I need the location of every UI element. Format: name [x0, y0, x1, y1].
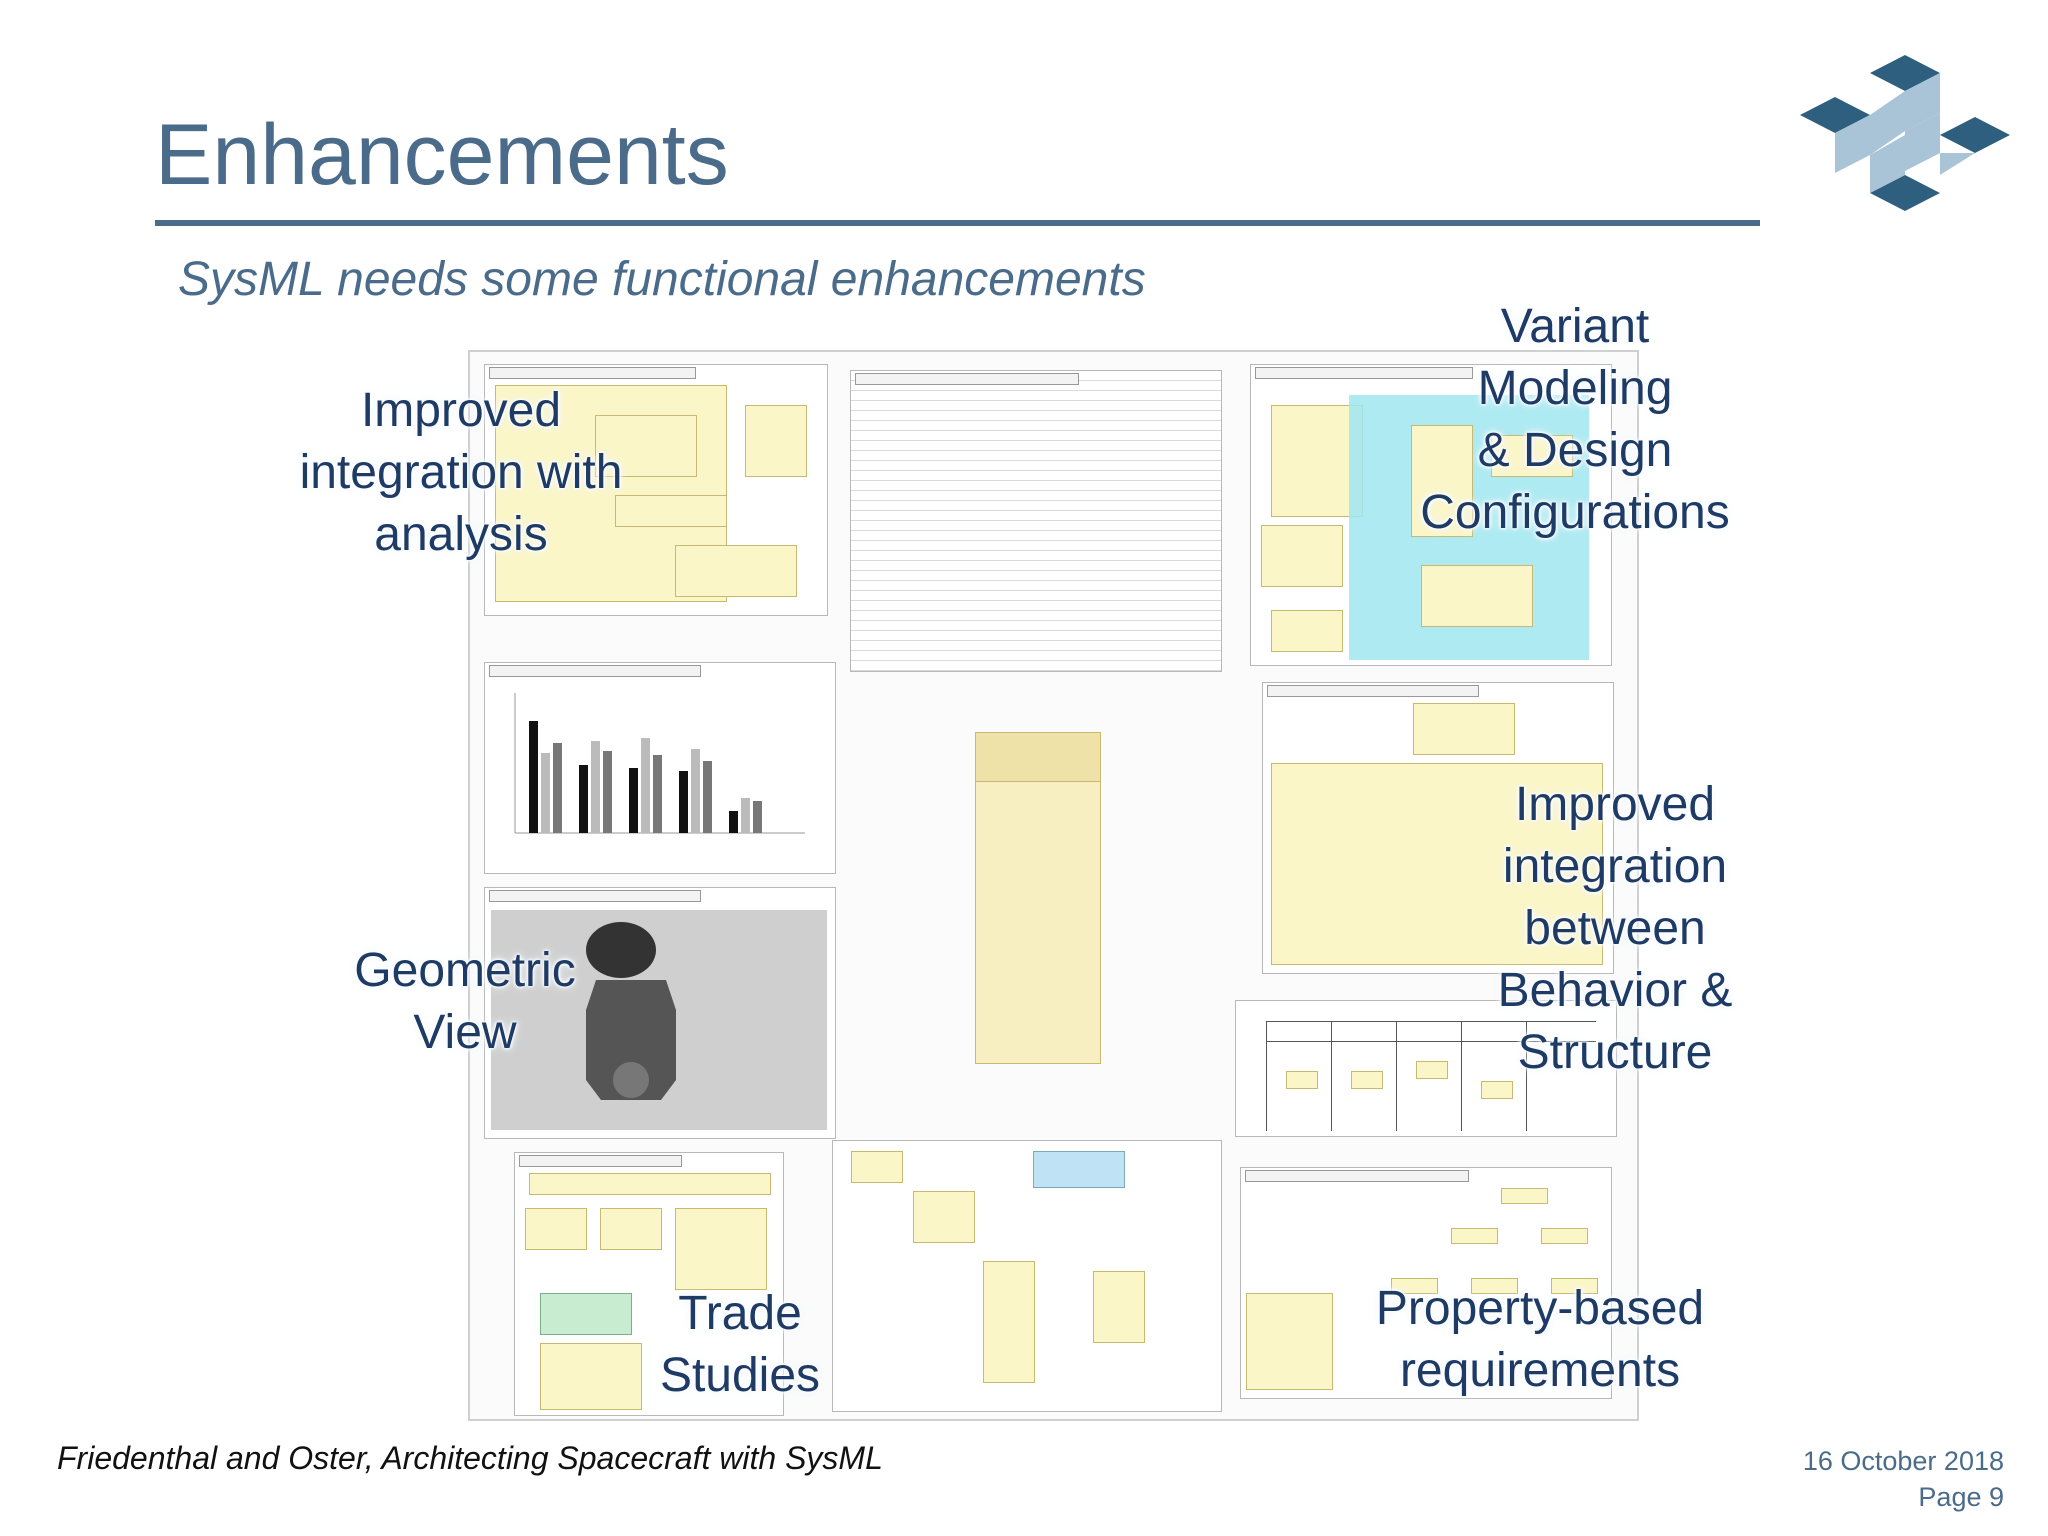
bar-chart-panel: [484, 662, 836, 874]
trade-study-panel: [514, 1152, 784, 1416]
internal-block-panel: [832, 1140, 1222, 1412]
label-analysis-integration: Improved integration with analysis: [299, 384, 623, 561]
activity-diagram-panel: [1235, 1000, 1617, 1137]
requirements-diagram-panel: [1240, 1167, 1612, 1399]
label-behavior-structure: Improved integration between Behavior & …: [1497, 778, 1733, 1079]
label-trade-studies: Trade Studies: [659, 1287, 821, 1402]
page-number: Page 9: [1918, 1482, 2004, 1512]
cad-view-panel: [484, 887, 836, 1139]
citation: Friedenthal and Oster, Architecting Spac…: [57, 1440, 883, 1476]
diagram-collage: [468, 350, 1639, 1421]
requirements-table-panel: [850, 370, 1222, 672]
title-underline: [155, 220, 1760, 226]
label-variant-modeling: Variant Modeling & Design Configurations: [1420, 300, 1730, 539]
state-machine-panel: [1262, 682, 1614, 974]
mission-context-panel: [1250, 364, 1612, 666]
label-property-requirements: Property-based requirements: [1375, 1282, 1705, 1397]
slide-title: Enhancements: [155, 107, 729, 203]
company-logo: [1800, 55, 2010, 211]
slide-subtitle: SysML needs some functional enhancements: [178, 253, 1146, 306]
slide-date: 16 October 2018: [1802, 1446, 2004, 1476]
label-geometric-view: Geometric View: [354, 944, 576, 1059]
spacecraft-block-panel: [975, 732, 1101, 1064]
parametric-diagram-panel: [484, 364, 828, 616]
